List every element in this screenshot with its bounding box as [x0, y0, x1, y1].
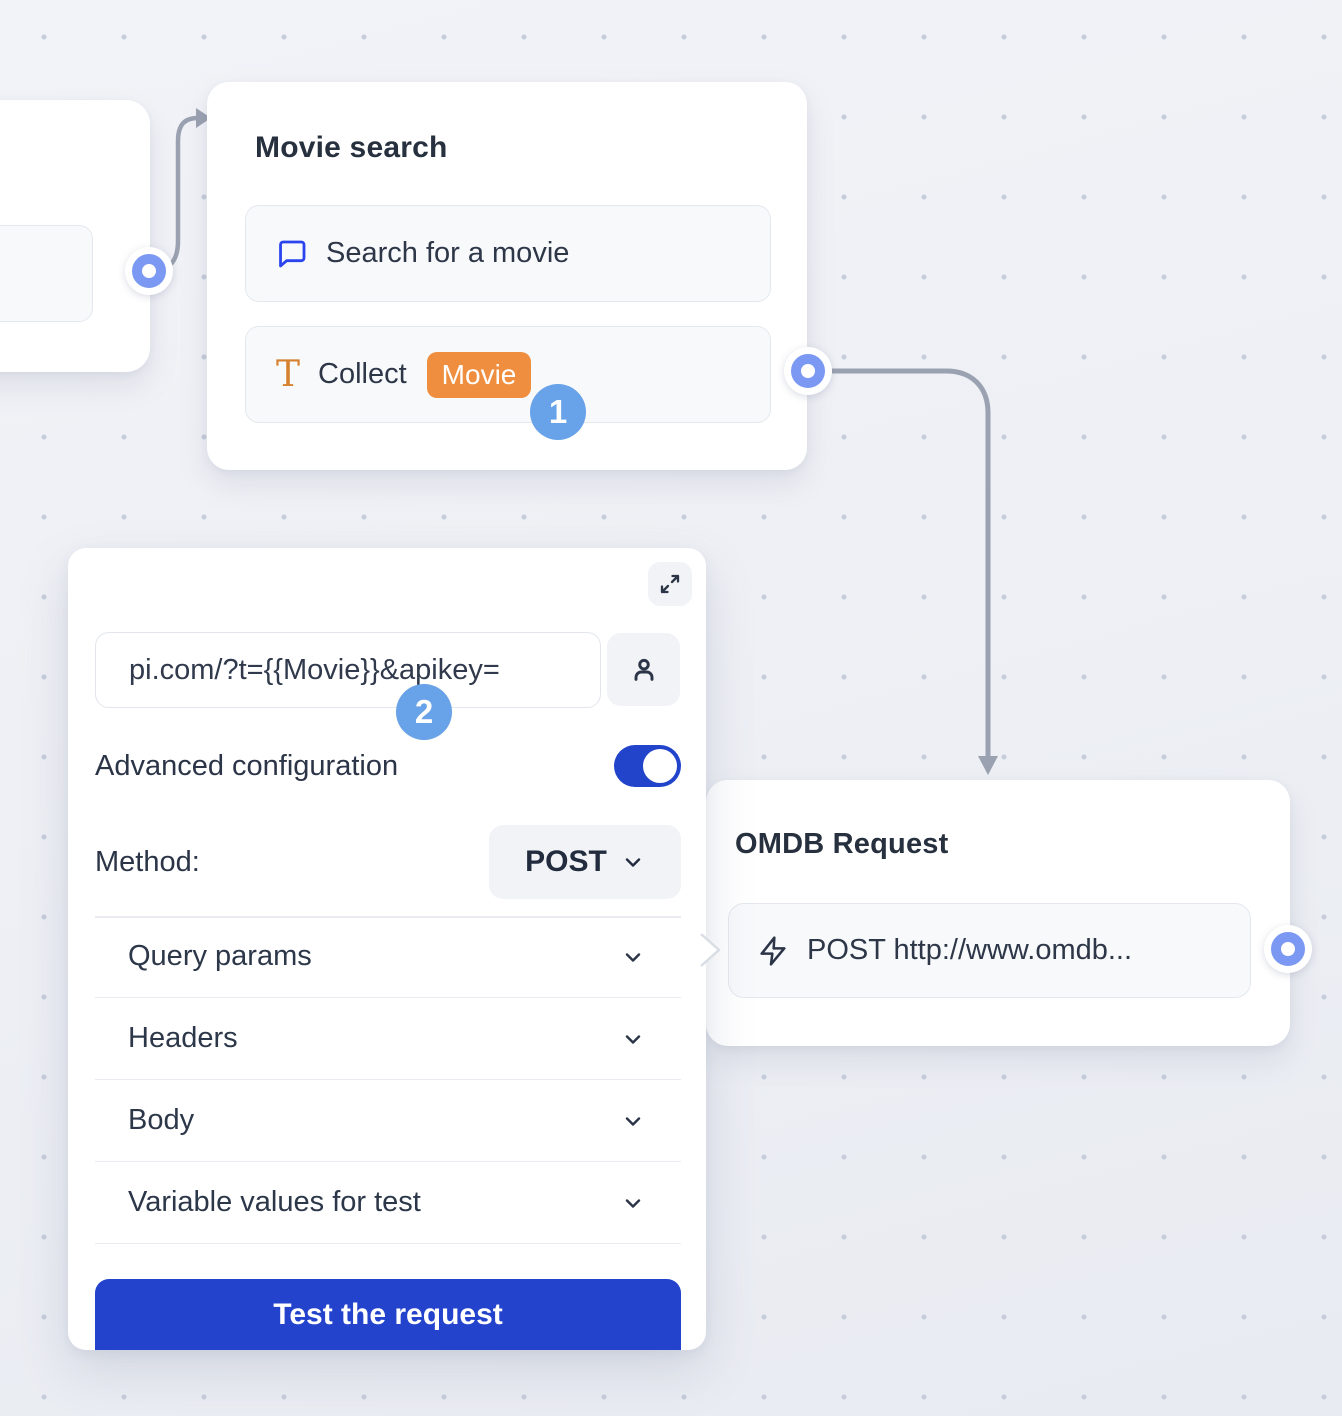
section-body[interactable]: Body [95, 1080, 681, 1162]
chevron-down-icon [625, 1034, 641, 1044]
webhook-config-panel: 2 Advanced configuration Method: POST Qu… [68, 548, 706, 1350]
section-label: Variable values for test [128, 1186, 421, 1218]
edge-arrowhead-down [978, 756, 998, 775]
section-headers[interactable]: Headers [95, 998, 681, 1080]
expand-button[interactable] [648, 562, 692, 606]
section-query-params[interactable]: Query params [95, 916, 681, 998]
method-value: POST [525, 845, 607, 878]
variable-chip[interactable]: Movie [426, 351, 532, 398]
search-block[interactable]: Search for a movie [245, 205, 771, 302]
person-icon [634, 658, 653, 681]
divider [95, 916, 681, 918]
search-block-label: Search for a movie [326, 237, 570, 269]
edge-to-omdb [823, 368, 991, 760]
block-input-notch [700, 933, 721, 967]
url-input[interactable] [95, 632, 601, 708]
step-badge-2: 2 [396, 684, 452, 740]
chevron-down-icon [625, 1198, 641, 1208]
step-badge-1: 1 [530, 384, 586, 440]
lightning-bolt-icon [760, 935, 786, 966]
text-input-icon: T [276, 353, 301, 395]
method-select[interactable]: POST [489, 825, 681, 899]
node-title: OMDB Request [735, 828, 949, 860]
section-variable-values[interactable]: Variable values for test [95, 1162, 681, 1244]
collapsible-sections: Query params Headers Body Variable value… [95, 916, 681, 1244]
method-label: Method: [95, 845, 200, 878]
advanced-configuration-label: Advanced configuration [95, 749, 399, 782]
partial-node-block[interactable] [0, 225, 93, 322]
advanced-configuration-toggle[interactable] [614, 745, 681, 787]
toggle-knob [643, 749, 677, 783]
chevron-down-icon [625, 858, 641, 867]
expand-icon [660, 574, 680, 594]
webhook-block-label: POST http://www.omdb... [807, 934, 1133, 966]
movie-search-node[interactable]: Movie search Search for a movie T Collec… [207, 82, 807, 470]
node-title: Movie search [255, 131, 448, 164]
section-label: Headers [128, 1022, 238, 1054]
output-connector[interactable] [125, 247, 173, 295]
chevron-down-icon [625, 952, 641, 962]
test-request-button[interactable]: Test the request [95, 1279, 681, 1350]
section-label: Query params [128, 940, 312, 972]
collect-block-label: Collect [318, 358, 407, 390]
insert-variable-button[interactable] [607, 633, 680, 706]
section-label: Body [128, 1104, 195, 1136]
edge-to-movie-search [156, 115, 201, 275]
omdb-output-connector[interactable] [1264, 925, 1312, 973]
collect-block[interactable]: T Collect Movie [245, 326, 771, 423]
webhook-block[interactable]: POST http://www.omdb... [728, 903, 1251, 998]
chat-bubble-icon [279, 240, 306, 267]
movie-search-output-connector[interactable] [784, 347, 832, 395]
omdb-request-node[interactable]: OMDB Request POST http://www.omdb... [706, 780, 1290, 1046]
chevron-down-icon [625, 1116, 641, 1126]
partial-node-card[interactable] [0, 100, 150, 372]
